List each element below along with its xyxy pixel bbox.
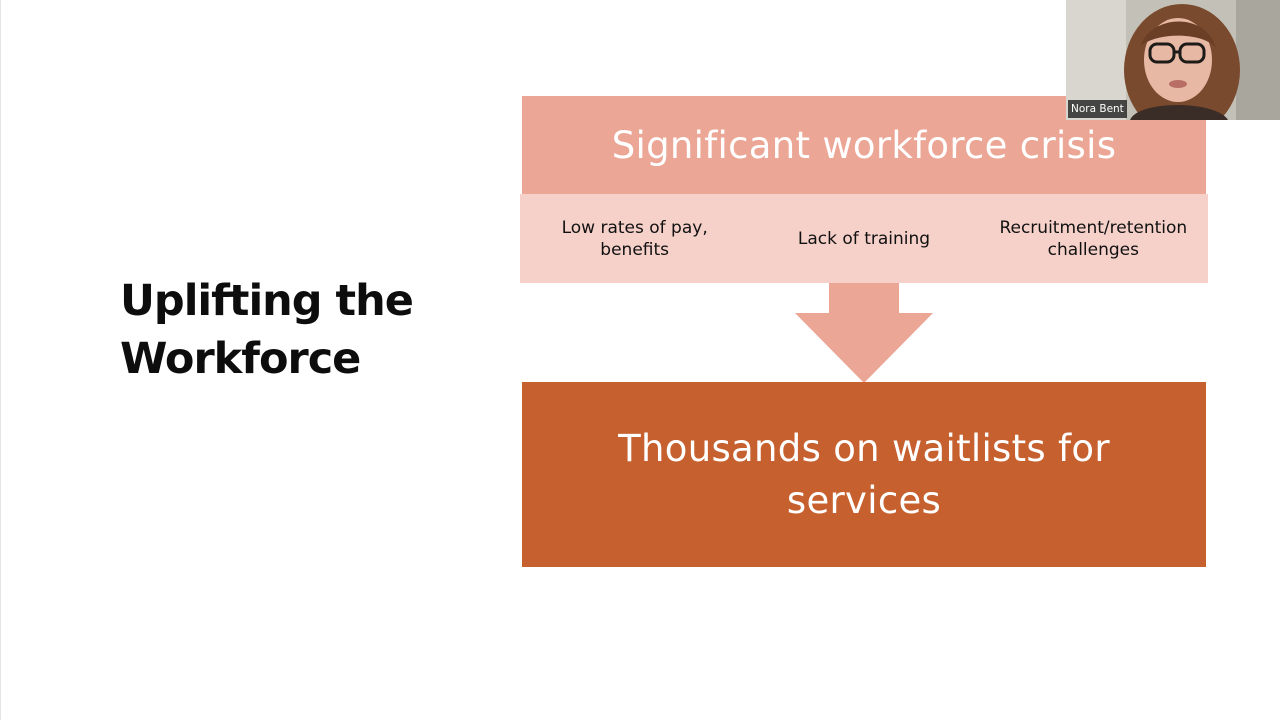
cause-lack-of-training: Lack of training xyxy=(749,228,978,250)
down-arrow-icon xyxy=(795,283,933,383)
cause-recruitment-retention-line-1: Recruitment/retention xyxy=(999,217,1188,238)
cause-recruitment-retention: Recruitment/retention challenges xyxy=(979,217,1208,261)
waitlist-box: Thousands on waitlists for services xyxy=(522,382,1206,567)
waitlist-line-2: services xyxy=(786,478,942,522)
participant-name-label: Nora Bent xyxy=(1068,100,1127,118)
waitlist-line-1: Thousands on waitlists for xyxy=(618,426,1110,470)
workforce-crisis-text: Significant workforce crisis xyxy=(611,123,1117,167)
slide-title: Uplifting the Workforce xyxy=(120,272,480,388)
cause-pay-benefits-line-2: benefits xyxy=(600,239,670,260)
cause-pay-benefits: Low rates of pay, benefits xyxy=(520,217,749,261)
cause-recruitment-retention-line-2: challenges xyxy=(1047,239,1139,260)
left-edge-divider xyxy=(0,0,1,720)
slide-title-line-1: Uplifting the xyxy=(120,276,414,326)
cause-lack-of-training-line-1: Lack of training xyxy=(797,228,931,249)
participant-video-tile[interactable]: Nora Bent xyxy=(1066,0,1280,120)
crisis-causes-row: Low rates of pay, benefits Lack of train… xyxy=(520,194,1208,283)
cause-pay-benefits-line-1: Low rates of pay, xyxy=(561,217,708,238)
slide-title-line-2: Workforce xyxy=(120,334,361,384)
participant-video-feed xyxy=(1066,0,1280,120)
